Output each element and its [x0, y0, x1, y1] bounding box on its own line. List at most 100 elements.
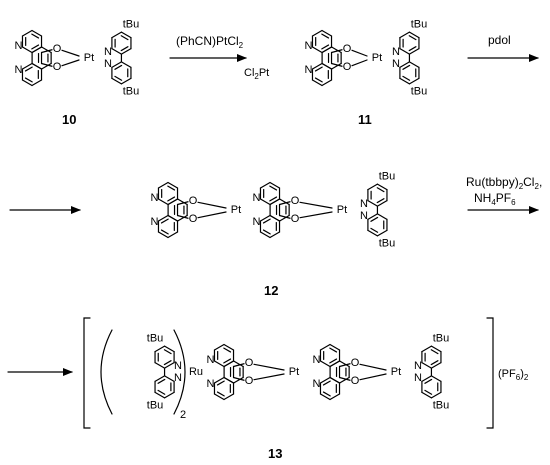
bond [430, 349, 439, 355]
oxygen-atom: O [343, 61, 352, 73]
bond [370, 227, 379, 233]
bond [41, 62, 52, 70]
bond [167, 231, 179, 239]
bond [223, 393, 235, 401]
bond [319, 376, 331, 384]
bond [319, 343, 331, 351]
bond [177, 198, 188, 206]
bond [319, 393, 331, 401]
bond [31, 46, 43, 54]
bond [120, 31, 132, 39]
bond [154, 391, 166, 399]
parenthesis-subscript: 2 [180, 409, 186, 421]
bond [339, 376, 350, 384]
bond [120, 46, 129, 52]
bond [329, 376, 341, 384]
bond [421, 345, 433, 353]
bond [259, 198, 271, 206]
bond [120, 61, 132, 68]
bond [376, 229, 388, 237]
bond [120, 35, 129, 41]
bond [223, 347, 232, 353]
tert-butyl-group: tBu [147, 332, 164, 344]
bond [167, 198, 179, 206]
bond [408, 31, 420, 39]
counterion-label: (PF6)2 [498, 368, 529, 382]
right-parenthesis [173, 329, 186, 415]
oxygen-atom: O [351, 375, 360, 387]
bond [111, 31, 123, 39]
bond [223, 376, 235, 384]
bond [177, 214, 188, 222]
bond [367, 213, 379, 220]
bond [253, 363, 285, 371]
bond [223, 343, 235, 351]
bond [424, 389, 433, 395]
tert-butyl-group: tBu [433, 332, 450, 344]
bond [329, 393, 341, 401]
cl2pt-label: Cl2Pt [244, 67, 269, 81]
bond [41, 46, 52, 54]
bond [232, 363, 245, 368]
bond [120, 77, 132, 85]
bond [367, 200, 379, 207]
bond [430, 360, 439, 366]
bond [163, 360, 172, 366]
bond [338, 363, 351, 368]
bond [408, 46, 417, 52]
bond [154, 345, 166, 353]
bond [259, 181, 271, 189]
bond [370, 216, 379, 222]
bond [299, 201, 333, 209]
bond [259, 231, 271, 239]
bond [321, 44, 330, 50]
bond [351, 59, 368, 67]
bond [399, 31, 411, 39]
bond [31, 44, 40, 50]
bond [322, 391, 331, 397]
bond [157, 214, 169, 222]
nitrogen-atom: N [360, 210, 368, 222]
tert-butyl-group: tBu [123, 86, 140, 98]
bond [339, 360, 350, 368]
bond [321, 46, 333, 54]
bond [269, 231, 281, 239]
bond [269, 196, 278, 202]
left-parenthesis [100, 329, 113, 415]
metal-atom: Pt [372, 52, 382, 64]
bond [167, 196, 176, 202]
bond [213, 343, 225, 351]
bond [329, 343, 341, 351]
bond [61, 49, 80, 57]
bond [399, 48, 411, 55]
bond [311, 29, 323, 37]
bond [167, 185, 176, 191]
bond [21, 46, 33, 54]
bond [330, 62, 343, 67]
oxygen-atom: O [291, 213, 300, 225]
bond [331, 46, 342, 54]
bond [61, 59, 80, 67]
bond [253, 373, 285, 381]
bond [421, 362, 433, 369]
tert-butyl-group: tBu [411, 18, 428, 30]
bond [111, 48, 123, 55]
bond [338, 376, 351, 381]
bond [163, 349, 172, 355]
nitrogen-atom: N [360, 198, 368, 210]
bond [408, 61, 420, 68]
nitrogen-atom: N [392, 58, 400, 70]
bond [197, 201, 227, 209]
bond [114, 75, 123, 81]
nitrogen-atom: N [150, 216, 158, 228]
bond [376, 198, 385, 204]
bond [269, 198, 281, 206]
oxygen-atom: O [351, 357, 360, 369]
bond [31, 33, 40, 39]
bond [402, 64, 411, 70]
nitrogen-atom: N [206, 378, 214, 390]
bond [197, 211, 227, 219]
bond [160, 218, 169, 224]
